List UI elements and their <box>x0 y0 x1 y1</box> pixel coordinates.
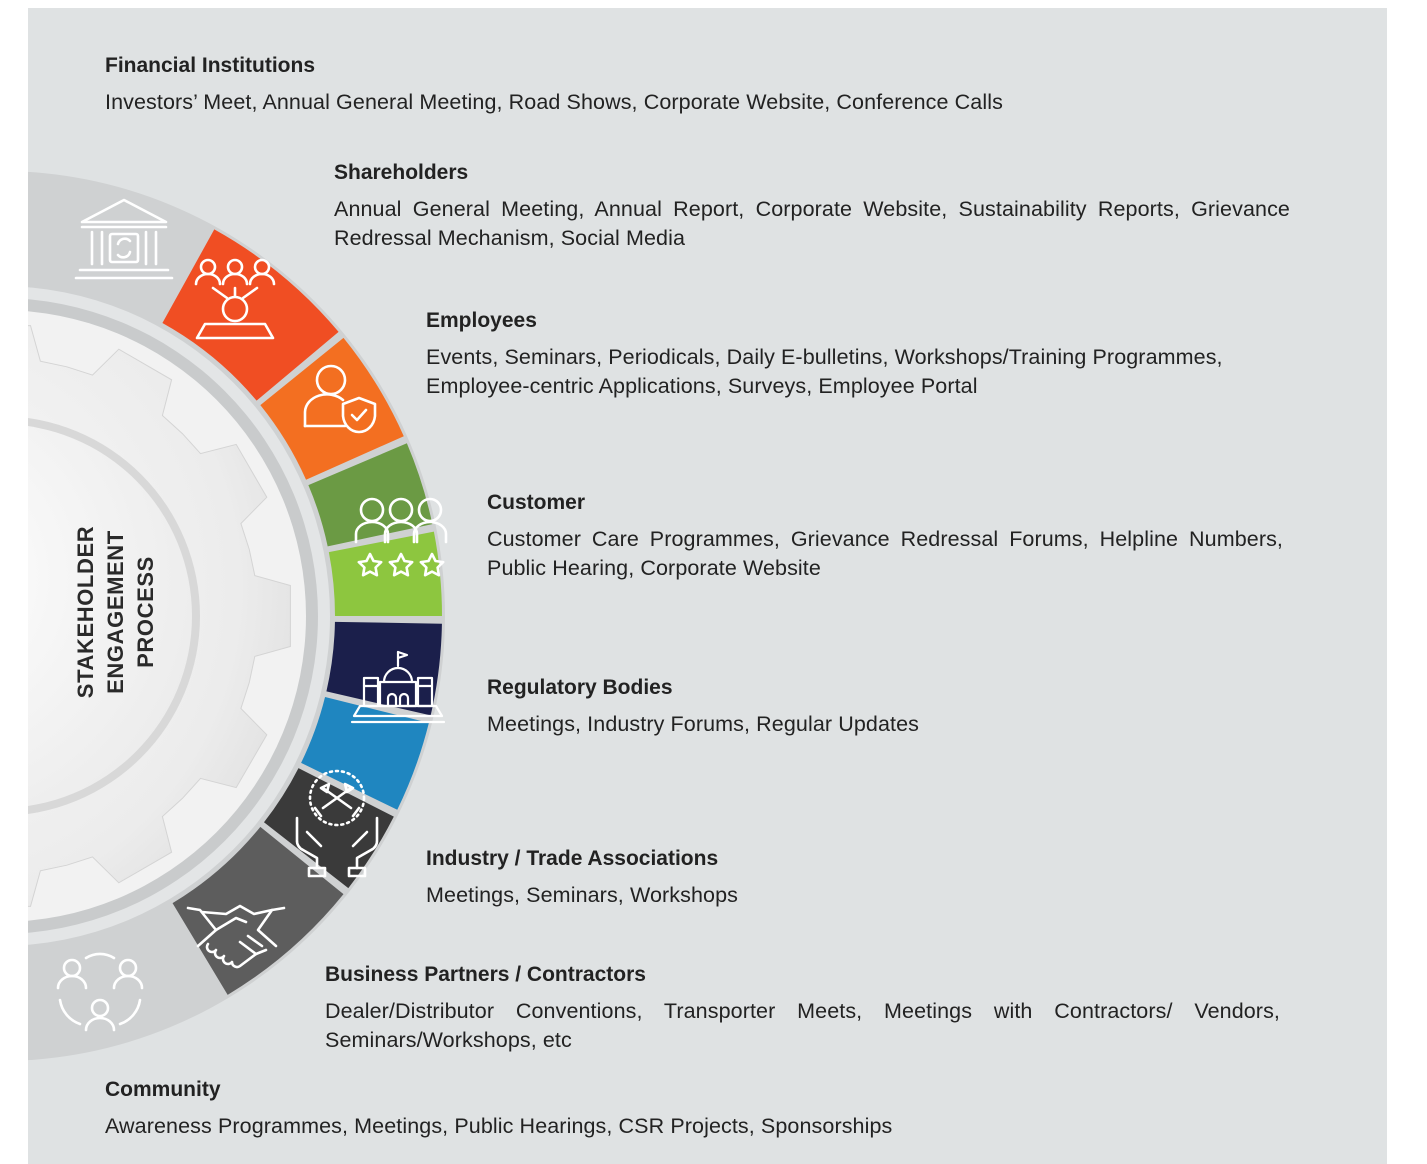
stakeholder-business-partners: Business Partners / Contractors Dealer/D… <box>325 962 1280 1055</box>
employee-shield-icon <box>303 364 377 434</box>
stakeholder-title: Industry / Trade Associations <box>426 847 719 870</box>
stakeholder-financial-institutions: Financial Institutions Investors’ Meet, … <box>105 53 1265 117</box>
hands-network-icon <box>295 769 379 878</box>
stakeholder-employees: Employees Events, Seminars, Periodicals,… <box>426 308 1226 401</box>
stakeholder-customer: Customer Customer Care Programmes, Griev… <box>487 490 1283 583</box>
center-label-line: PROCESS <box>133 556 158 668</box>
center-label: STAKEHOLDER ENGAGEMENT PROCESS <box>71 526 161 698</box>
stakeholder-title: Shareholders <box>334 161 469 184</box>
wheel-segment-regulatory-bodies <box>326 621 442 716</box>
stakeholder-industry-associations: Industry / Trade Associations Meetings, … <box>426 846 1186 910</box>
stakeholder-title: Community <box>105 1078 221 1101</box>
wheel-segment-shareholders <box>260 337 404 480</box>
customer-rating-icon <box>354 497 448 577</box>
stakeholder-regulatory-bodies: Regulatory Bodies Meetings, Industry For… <box>487 675 1247 739</box>
wheel-segment-customer <box>328 531 442 616</box>
handshake-icon <box>186 904 286 969</box>
stakeholder-description: Investors’ Meet, Annual General Meeting,… <box>105 90 1003 114</box>
bank-icon <box>74 198 174 280</box>
stakeholder-description: Meetings, Seminars, Workshops <box>426 883 738 907</box>
stakeholder-title: Financial Institutions <box>105 54 316 77</box>
community-icon <box>56 952 144 1032</box>
engagement-wheel <box>28 171 448 1061</box>
government-building-icon <box>350 650 446 724</box>
stakeholder-community: Community Awareness Programmes, Meetings… <box>105 1077 1265 1141</box>
stakeholder-description: Events, Seminars, Periodicals, Daily E-b… <box>426 345 1223 398</box>
stakeholder-diagram: STAKEHOLDER ENGAGEMENT PROCESS Financial… <box>28 8 1387 1164</box>
wheel-segment-industry-trade-associations <box>301 697 429 810</box>
stakeholder-description: Dealer/Distributor Conventions, Transpor… <box>325 999 1280 1052</box>
center-label-line: ENGAGEMENT <box>103 530 128 694</box>
stakeholder-description: Meetings, Industry Forums, Regular Updat… <box>487 712 919 736</box>
wheel-segment-financial-institutions <box>162 229 339 401</box>
shareholders-icon <box>194 258 276 340</box>
wheel-segment-business-partners-contractors <box>263 768 394 889</box>
stakeholder-title: Regulatory Bodies <box>487 676 673 699</box>
center-label-line: STAKEHOLDER <box>73 525 98 699</box>
stakeholder-description: Annual General Meeting, Annual Report, C… <box>334 197 1290 250</box>
stakeholder-title: Employees <box>426 309 537 332</box>
stakeholder-description: Awareness Programmes, Meetings, Public H… <box>105 1114 893 1138</box>
stakeholder-title: Customer <box>487 491 586 514</box>
stakeholder-title: Business Partners / Contractors <box>325 963 646 986</box>
stakeholder-description: Customer Care Programmes, Grievance Redr… <box>487 527 1283 580</box>
gear-hub <box>28 426 192 806</box>
stakeholder-shareholders: Shareholders Annual General Meeting, Ann… <box>334 160 1290 253</box>
